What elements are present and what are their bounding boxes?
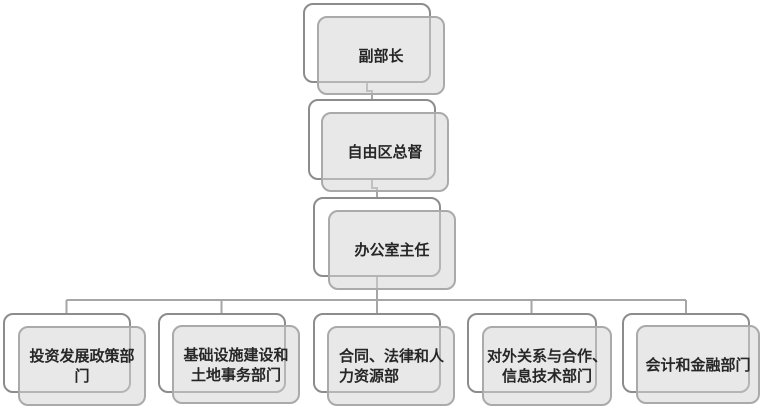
node-label: 基础设施建设和 土地事务部门 — [183, 345, 289, 384]
node-label: 合同、法律和人 力资源部 — [339, 347, 445, 385]
node-front-card: 副部长 — [317, 16, 445, 95]
node-label: 对外关系与合作、 信息技术部门 — [486, 347, 607, 385]
node-label: 办公室主任 — [354, 241, 430, 259]
node-front-card: 对外关系与合作、 信息技术部门 — [482, 326, 612, 406]
node-front-card: 自由区总督 — [321, 112, 449, 192]
node-label: 投资发展政策部 门 — [29, 347, 135, 385]
node-front-card: 合同、法律和人 力资源部 — [327, 326, 455, 406]
node-front-card: 会计和金融部门 — [636, 325, 760, 404]
node-label: 会计和金融部门 — [645, 355, 751, 374]
node-front-card: 办公室主任 — [328, 210, 456, 290]
node-front-card: 投资发展政策部 门 — [18, 326, 146, 406]
node-front-card: 基础设施建设和 土地事务部门 — [172, 325, 300, 404]
node-label: 副部长 — [358, 46, 404, 65]
node-label: 自由区总督 — [347, 143, 423, 161]
